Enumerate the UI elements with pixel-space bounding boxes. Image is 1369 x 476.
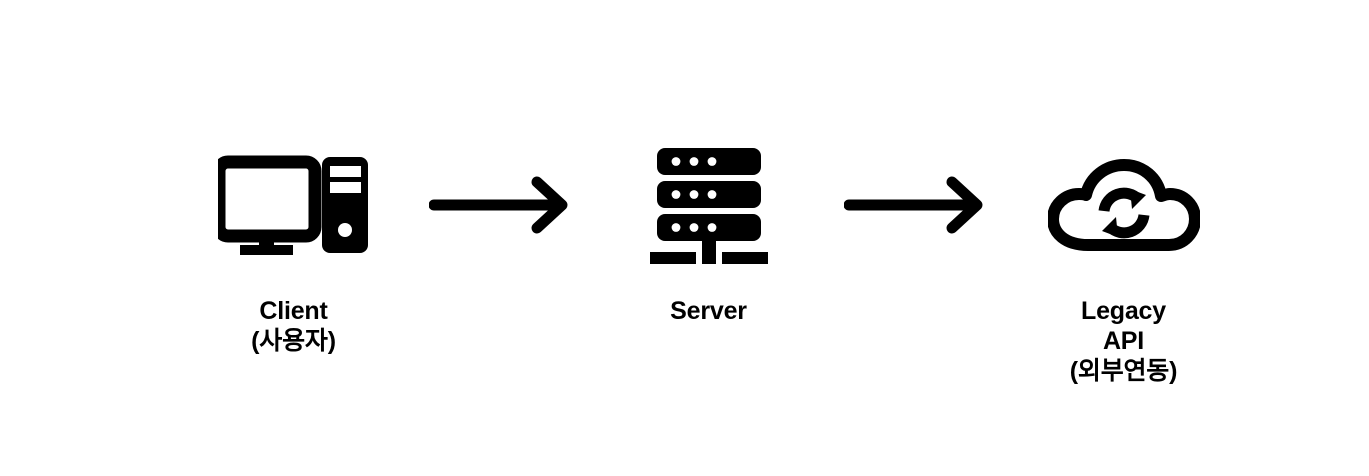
node-server-label-line-1: Server: [670, 297, 747, 325]
node-client-label-line-1: Client: [259, 297, 328, 325]
node-legacy-api[interactable]: Legacy API (외부연동): [1009, 0, 1239, 386]
node-client[interactable]: Client (사용자): [179, 0, 409, 356]
server-rack-icon: [649, 140, 768, 270]
desktop-computer-icon: [217, 140, 370, 270]
arrow-right-icon: [843, 175, 989, 235]
node-legacy-api-label-line-1: Legacy: [1081, 297, 1166, 325]
node-server[interactable]: Server: [594, 0, 824, 326]
connector-server-to-legacy-api: [824, 140, 1009, 270]
node-client-label: Client (사용자): [251, 296, 336, 356]
node-legacy-api-label-line-2: API: [1102, 327, 1145, 355]
cloud-sync-icon: [1047, 140, 1200, 270]
node-client-label-line-2: (사용자): [251, 327, 336, 355]
arrow-right-icon: [428, 175, 574, 235]
connector-client-to-server: [409, 140, 594, 270]
node-legacy-api-label-line-3: (외부연동): [1069, 357, 1178, 385]
node-server-label: Server: [670, 296, 747, 326]
node-legacy-api-label: Legacy API (외부연동): [1069, 296, 1178, 386]
